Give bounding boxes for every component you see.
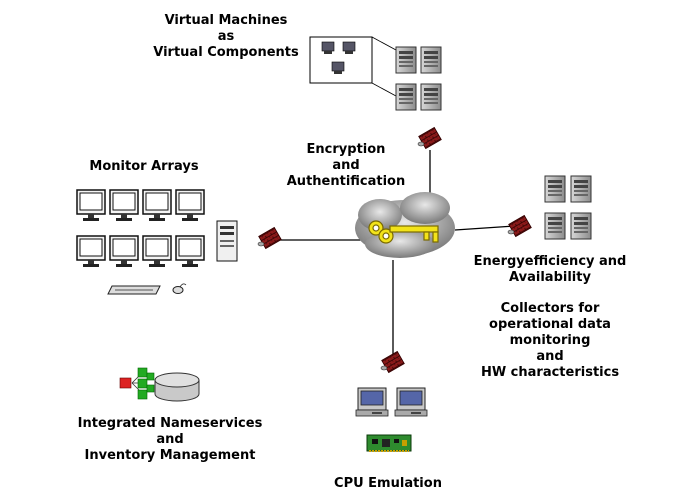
firewall-icon-left bbox=[257, 227, 282, 249]
label-virtual-machines: Virtual Machines as Virtual Components bbox=[153, 13, 299, 60]
vm-server-group bbox=[395, 46, 442, 111]
cpu-pc-group bbox=[355, 387, 428, 417]
mini-computer-icon bbox=[321, 41, 335, 54]
label-nameservices: Integrated Nameservices and Inventory Ma… bbox=[77, 416, 263, 463]
firewall-icon-right bbox=[507, 215, 532, 237]
label-collectors: Collectors for operational data monitori… bbox=[480, 301, 620, 380]
monitor-array bbox=[76, 189, 238, 295]
label-encryption: Encryption and Authentification bbox=[286, 142, 406, 189]
tree-nodes-icon bbox=[119, 367, 155, 400]
key-icon bbox=[368, 220, 439, 244]
firewall-icon-bottom bbox=[380, 351, 405, 373]
mouse-icon bbox=[172, 283, 187, 294]
energy-server-group bbox=[544, 175, 592, 240]
label-cpu-emulation: CPU Emulation bbox=[334, 476, 442, 491]
circuit-board-icon bbox=[366, 434, 412, 452]
label-monitor-arrays: Monitor Arrays bbox=[89, 159, 199, 174]
mini-computer-icon bbox=[342, 41, 356, 54]
virtual-machines-callout bbox=[309, 36, 397, 97]
connection-lines bbox=[278, 150, 516, 360]
label-energy: Energyefficiency and Availability bbox=[473, 254, 627, 285]
firewall-icon-top bbox=[417, 127, 442, 149]
mini-computer-icon bbox=[331, 61, 345, 74]
database-icon bbox=[154, 372, 200, 402]
tower-pc-icon bbox=[216, 220, 238, 262]
keyboard-icon bbox=[107, 285, 161, 295]
